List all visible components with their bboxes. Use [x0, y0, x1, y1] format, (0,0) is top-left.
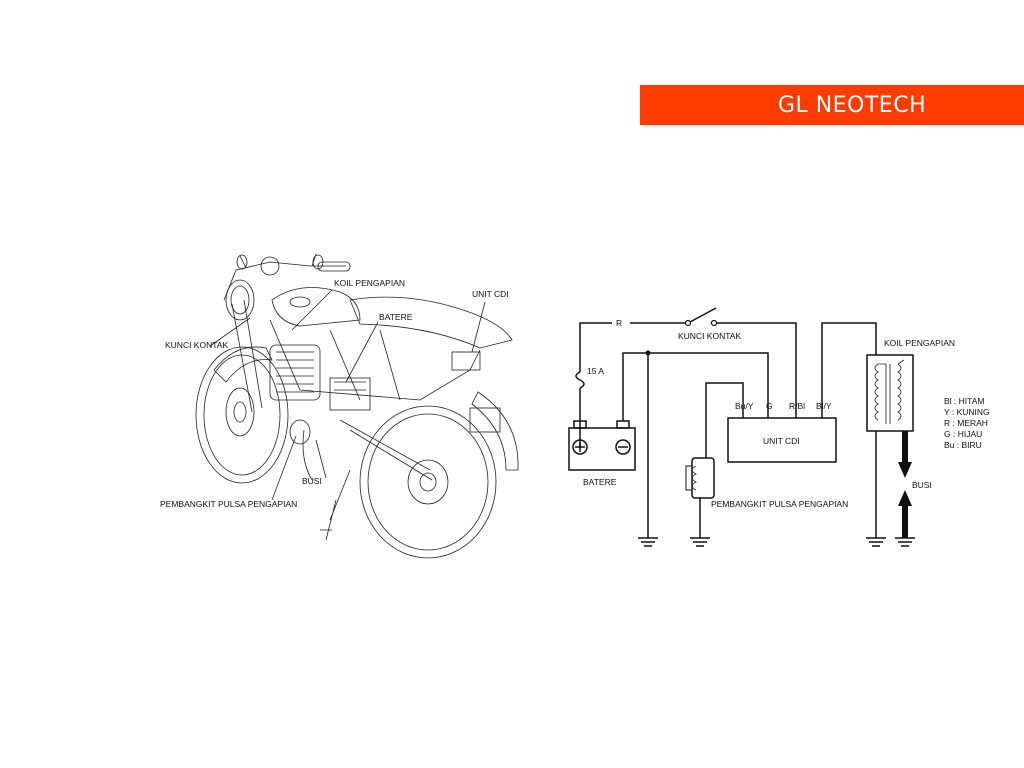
title-banner: GL NEOTECH	[640, 85, 1024, 125]
spark-plug-symbol	[898, 431, 912, 538]
wire-pulse-generator	[705, 382, 744, 458]
fuse-label: 15 A	[587, 366, 604, 376]
legend-item: R : MERAH	[944, 418, 988, 428]
wire-bly	[821, 322, 877, 412]
key-switch-symbol	[684, 307, 718, 327]
cdi-unit-label: UNIT CDI	[763, 436, 800, 446]
battery-label: BATERE	[583, 477, 617, 487]
label-kunci-kontak: KUNCI KONTAK	[165, 340, 228, 350]
wiring-schematic: R 15 A KUNCI KONTAK BATERE	[568, 307, 990, 547]
label-koil-pengapian: KOIL PENGAPIAN	[334, 278, 405, 288]
front-wheel	[195, 346, 289, 484]
terminal-buy: Bu/Y	[735, 401, 754, 411]
ground-symbol	[895, 537, 915, 547]
key-switch-label: KUNCI KONTAK	[678, 331, 741, 341]
ignition-coil-symbol	[866, 354, 914, 432]
page-title: GL NEOTECH	[777, 92, 927, 118]
rear-wheel	[359, 405, 497, 559]
pulse-generator-symbol	[685, 457, 715, 499]
pulse-generator-label: PEMBANGKIT PULSA PENGAPIAN	[711, 499, 848, 509]
fuse-symbol	[575, 371, 585, 389]
legend-item: Bu : BIRU	[944, 440, 982, 450]
motorcycle-illustration	[195, 253, 519, 559]
terminal-g: G	[766, 401, 773, 411]
terminal-bly: Bl/Y	[816, 401, 832, 411]
legend-item: G : HIJAU	[944, 429, 982, 439]
legend-item: Bl : HITAM	[944, 396, 984, 406]
illustration-leader-lines	[209, 289, 486, 501]
ground-symbol	[690, 537, 710, 547]
ignition-coil-label: KOIL PENGAPIAN	[884, 338, 955, 348]
legend-item: Y : KUNING	[944, 407, 990, 417]
label-pembangkit: PEMBANGKIT PULSA PENGAPIAN	[160, 499, 297, 509]
junction-dot	[645, 350, 651, 356]
wire-r-label: R	[616, 318, 622, 328]
label-batere: BATERE	[379, 312, 413, 322]
cdi-unit-symbol	[727, 412, 837, 463]
terminal-rbl: R/Bl	[789, 401, 805, 411]
spark-plug-label: BUSI	[912, 480, 932, 490]
ground-symbol	[638, 537, 658, 547]
battery-symbol	[568, 420, 636, 471]
color-legend: Bl : HITAM Y : KUNING R : MERAH G : HIJA…	[944, 396, 990, 450]
ground-symbol	[866, 537, 886, 547]
label-unit-cdi: UNIT CDI	[472, 289, 509, 299]
wire-ground-main	[622, 352, 769, 538]
wire-r	[579, 322, 797, 448]
label-busi: BUSI	[302, 476, 322, 486]
